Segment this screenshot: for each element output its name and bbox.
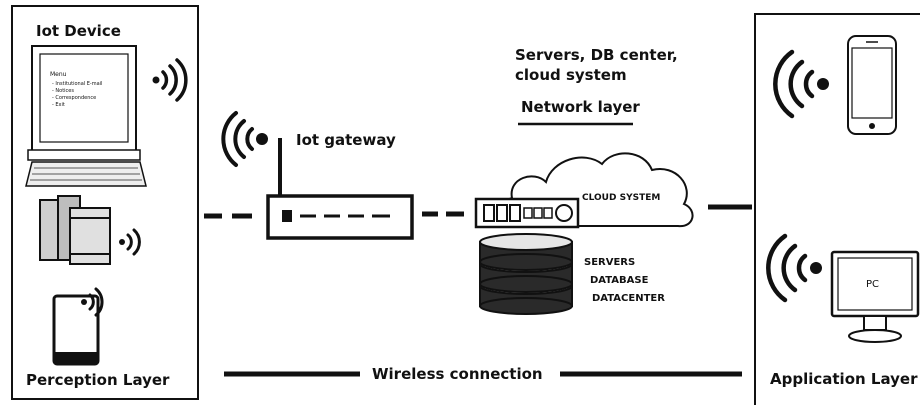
cloud-system-label: CLOUD SYSTEM bbox=[582, 193, 661, 203]
iot-gateway-label: Iot gateway bbox=[296, 131, 396, 149]
desktop-computer-icon bbox=[25, 45, 147, 187]
wifi-signal-icon bbox=[773, 49, 829, 119]
monitor-icon bbox=[830, 250, 920, 343]
wifi-signal-icon bbox=[119, 228, 141, 256]
pc-label: PC bbox=[866, 279, 880, 290]
network-heading-line2: cloud system bbox=[515, 66, 627, 84]
server-rack-icon bbox=[474, 197, 580, 229]
database-icon bbox=[479, 233, 573, 315]
wifi-signal-icon bbox=[221, 111, 268, 167]
menu-heading: Menu bbox=[50, 71, 67, 78]
menu-screen: Menu - Institutional E-mail - Notices - … bbox=[44, 68, 124, 138]
perception-layer-caption: Perception Layer bbox=[26, 371, 170, 389]
wireless-connection-label: Wireless connection bbox=[372, 365, 543, 383]
tablet-icon bbox=[52, 294, 100, 366]
wifi-signal-icon bbox=[766, 233, 822, 303]
datacenter-label: DATACENTER bbox=[592, 293, 665, 304]
router-icon bbox=[266, 138, 414, 240]
wifi-signal-icon bbox=[81, 287, 104, 317]
network-layer-label: Network layer bbox=[521, 98, 640, 116]
menu-item: - Exit bbox=[52, 102, 65, 108]
menu-item: - Institutional E-mail bbox=[52, 81, 103, 87]
iot-device-title: Iot Device bbox=[36, 22, 121, 40]
books-icon bbox=[39, 195, 111, 265]
smartphone-icon bbox=[847, 35, 897, 135]
servers-label: SERVERS bbox=[584, 257, 636, 268]
menu-item: - Correspondence bbox=[52, 95, 97, 101]
wifi-signal-icon bbox=[152, 58, 188, 102]
database-label: DATABASE bbox=[590, 275, 649, 286]
network-heading-line1: Servers, DB center, bbox=[515, 46, 678, 64]
application-layer-caption: Application Layer bbox=[770, 370, 918, 388]
menu-item: - Notices bbox=[52, 88, 74, 94]
